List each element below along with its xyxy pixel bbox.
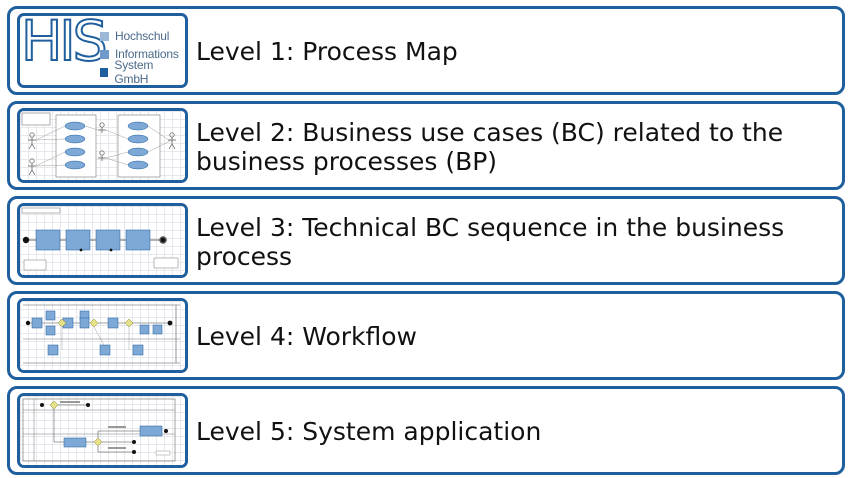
workflow-diagram [23,304,180,364]
level-1-label: Level 1: Process Map [196,37,458,66]
use-case-diagram-thumbnail [17,108,188,183]
level-5-panel: Level 5: System application [7,386,845,475]
level-1-panel: HIS Hochschul Informations System GmbH L… [7,6,845,95]
workflow-diagram-thumbnail [17,298,188,373]
level-4-label: Level 4: Workflow [196,322,418,351]
sequence-diagram-thumbnail [17,203,188,278]
sequence-diagram [21,207,179,271]
his-logo-letters: HIS [20,13,108,74]
use-case-diagram [21,112,176,178]
system-application-diagram [22,398,176,462]
level-4-panel: Level 4: Workflow [7,291,845,380]
level-2-label: Level 2: Business use cases (BC) related… [196,118,784,176]
his-line-3: System GmbH [114,58,154,86]
level-3-label: Level 3: Technical BC sequence in the bu… [196,213,785,271]
his-logo-lines: Hochschul Informations System GmbH [100,27,185,85]
his-logo: HIS Hochschul Informations System GmbH [17,13,188,88]
level-5-label: Level 5: System application [196,417,542,446]
level-2-panel: Level 2: Business use cases (BC) related… [7,101,845,190]
his-line-1: Hochschul [115,29,170,43]
level-3-panel: Level 3: Technical BC sequence in the bu… [7,196,845,285]
system-application-diagram-thumbnail [17,393,188,468]
his-line-2: Informations [115,47,179,61]
